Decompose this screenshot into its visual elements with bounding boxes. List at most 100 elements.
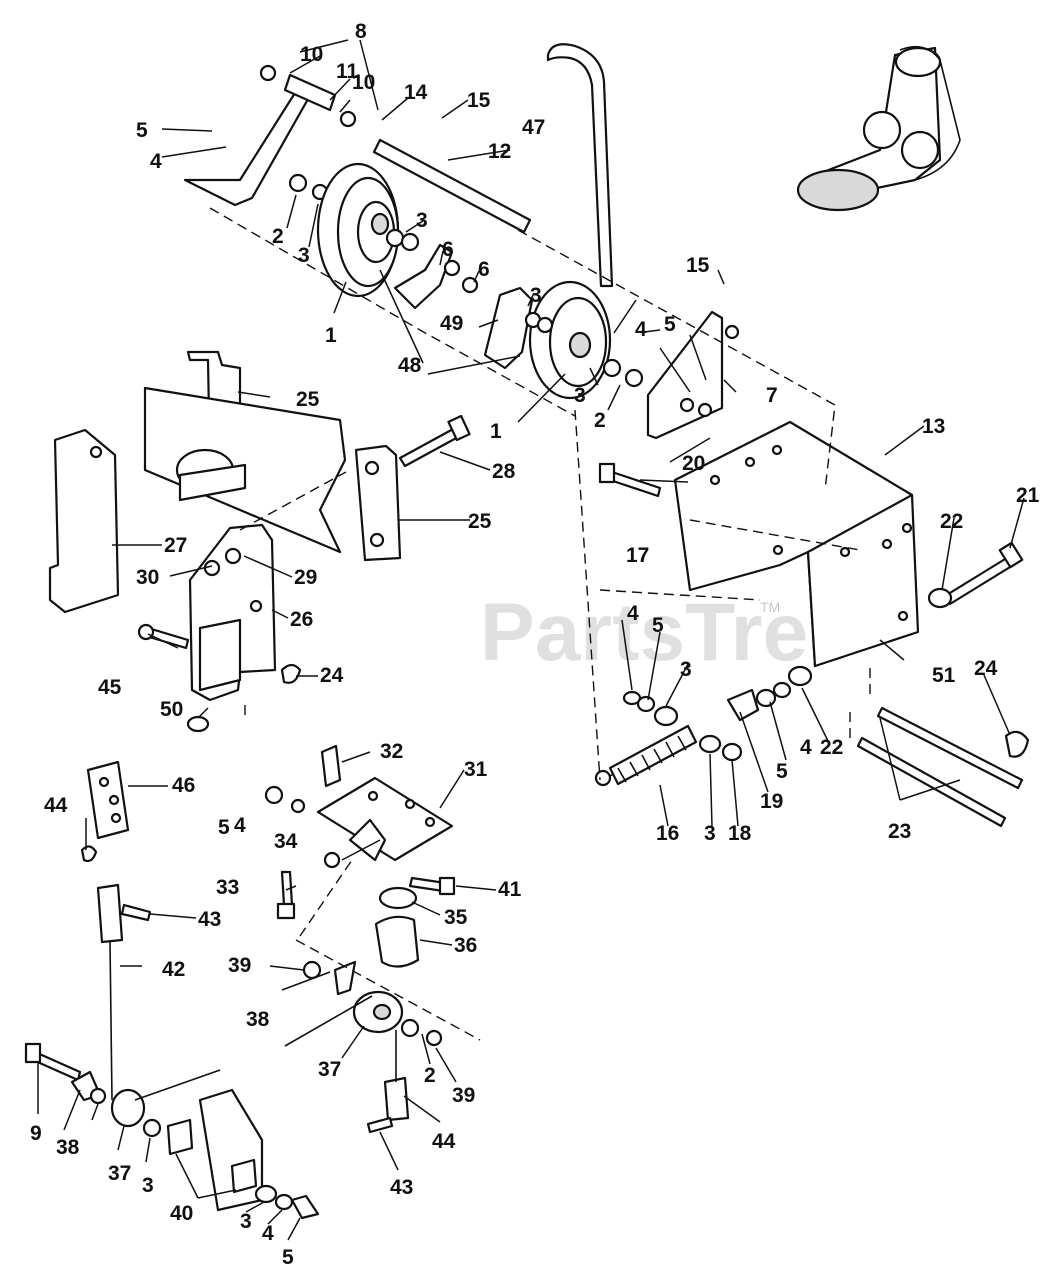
callout-4: 4 [262, 1222, 274, 1245]
callout-3: 3 [416, 209, 428, 232]
callout-4: 4 [800, 736, 812, 759]
frame-channel-bracket [354, 444, 402, 562]
callout-29: 29 [294, 566, 317, 589]
callout-35: 35 [444, 906, 468, 929]
bumper-36 [374, 915, 420, 968]
callout-3: 3 [298, 244, 310, 267]
callout-33: 33 [216, 876, 239, 899]
callout-4: 4 [234, 814, 246, 837]
drive-belt [546, 43, 614, 288]
callout-51: 51 [932, 664, 956, 687]
watermark-trademark: TM [760, 599, 780, 615]
yoke-44-center [366, 1030, 410, 1134]
callout-20: 20 [682, 452, 705, 475]
assembly-line-7 [849, 668, 871, 740]
callout-30: 30 [136, 566, 159, 589]
callout-24: 24 [974, 657, 998, 680]
callout-21: 21 [1016, 484, 1040, 507]
callout-38: 38 [246, 1008, 270, 1031]
callout-5: 5 [664, 313, 676, 336]
callout-4: 4 [627, 602, 639, 625]
assembly-line-8 [295, 859, 481, 1041]
bolt-41 [408, 876, 456, 896]
callout-11: 11 [336, 60, 359, 83]
shaft [372, 138, 532, 234]
callout-13: 13 [922, 415, 945, 438]
callout-5: 5 [282, 1246, 294, 1269]
idler-assembly-lower [24, 1042, 221, 1138]
idler-pulley-lower [524, 280, 612, 400]
callout-2: 2 [424, 1064, 436, 1087]
callout-46: 46 [172, 774, 195, 797]
callout-28: 28 [492, 460, 516, 483]
control-rods [856, 706, 1024, 828]
callout-3: 3 [680, 658, 692, 681]
bolt-28 [398, 414, 471, 468]
assembly-line-4 [239, 471, 347, 531]
callout-26: 26 [290, 608, 313, 631]
callout-44: 44 [432, 1130, 456, 1153]
mounting-plate-27 [48, 428, 120, 614]
frame-channel-top [143, 350, 347, 554]
callout-44: 44 [44, 794, 68, 817]
callout-48: 48 [398, 354, 422, 377]
spacer-32 [320, 744, 342, 788]
callout-17: 17 [626, 544, 649, 567]
callout-7: 7 [766, 384, 778, 407]
callout-1: 1 [325, 324, 337, 347]
bolt-33 [276, 870, 296, 920]
clip-44-left [80, 845, 98, 863]
callout-2: 2 [272, 225, 284, 248]
callout-32: 32 [380, 740, 403, 763]
callout-9: 9 [30, 1122, 42, 1145]
washer-35 [378, 886, 418, 910]
callout-4: 4 [635, 318, 647, 341]
callout-37: 37 [318, 1058, 341, 1081]
callout-25: 25 [296, 388, 320, 411]
callout-24: 24 [320, 664, 344, 687]
frame-section-40 [166, 1088, 264, 1212]
callout-16: 16 [656, 822, 679, 845]
callout-37: 37 [108, 1162, 131, 1185]
callout-3: 3 [530, 284, 542, 307]
callout-34: 34 [274, 830, 298, 853]
assembly-line-2 [574, 409, 601, 781]
assembly-line-6 [599, 519, 861, 601]
assembly-line-3 [517, 229, 836, 491]
callout-39: 39 [228, 954, 251, 977]
callout-47: 47 [522, 116, 545, 139]
callout-38: 38 [56, 1136, 80, 1159]
callout-3: 3 [142, 1174, 154, 1197]
callout-15: 15 [467, 89, 491, 112]
callout-15: 15 [686, 254, 710, 277]
idler-pulley-upper [316, 162, 420, 298]
pin-45 [137, 623, 190, 650]
callout-4: 4 [150, 150, 162, 173]
callout-6: 6 [442, 238, 454, 261]
callout-3: 3 [574, 384, 586, 407]
clip-24-left [280, 663, 302, 684]
callout-23: 23 [888, 820, 911, 843]
washers-lower [254, 1184, 320, 1220]
callout-14: 14 [404, 81, 428, 104]
callout-25: 25 [468, 510, 492, 533]
tension-spring [594, 724, 698, 787]
watermark-text: PartsTree [480, 587, 854, 678]
bolt-17 [598, 462, 662, 498]
pivot-bracket [393, 243, 534, 370]
cable-42 [96, 883, 152, 1101]
callout-41: 41 [498, 878, 522, 901]
callout-22: 22 [940, 510, 963, 533]
callout-18: 18 [728, 822, 752, 845]
idler-arm-bracket [183, 64, 357, 207]
callout-5: 5 [652, 614, 664, 637]
callout-40: 40 [170, 1202, 193, 1225]
leader-lines [37, 39, 1025, 1241]
callout-5: 5 [776, 760, 788, 783]
callout-43: 43 [390, 1176, 413, 1199]
callout-45: 45 [98, 676, 122, 699]
idler-plate-31 [316, 776, 454, 862]
callout-27: 27 [164, 534, 187, 557]
callout-3: 3 [240, 1210, 252, 1233]
